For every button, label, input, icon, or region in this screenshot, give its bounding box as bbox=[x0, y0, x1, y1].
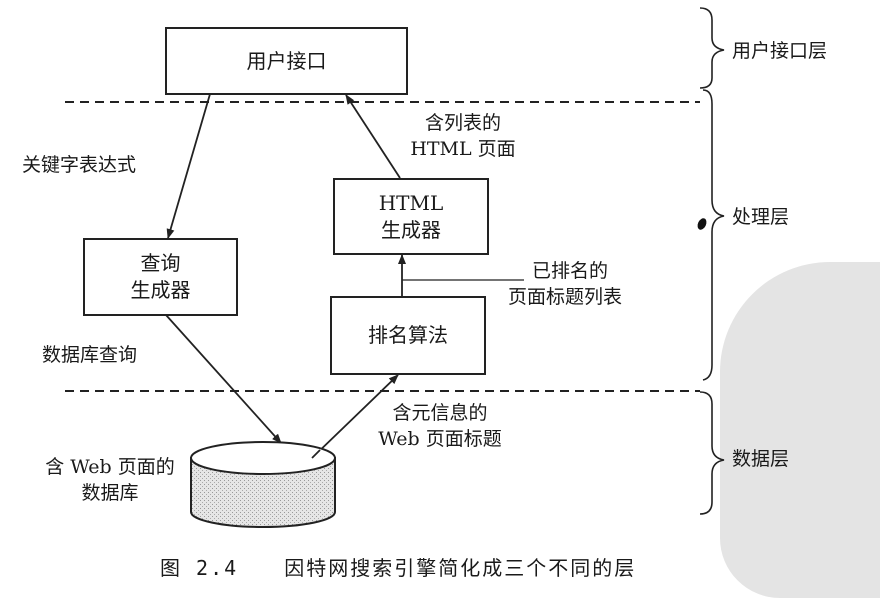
ranking-algorithm-label: 排名算法 bbox=[368, 323, 448, 347]
label-database-desc-1: 含 Web 页面的 bbox=[45, 456, 175, 478]
brace-processing-layer bbox=[702, 89, 725, 381]
label-html-page-with-list-2: HTML 页面 bbox=[410, 138, 516, 160]
database-cylinder bbox=[190, 441, 336, 528]
label-html-page-with-list-1: 含列表的 bbox=[424, 112, 501, 134]
label-database-desc: 含 Web 页面的 数据库 bbox=[30, 454, 190, 506]
layer-label-user-interface: 用户接口层 bbox=[732, 40, 828, 62]
figure-number: 图 2.4 bbox=[160, 556, 239, 580]
label-database-query: 数据库查询 bbox=[42, 344, 138, 366]
query-generator-label-1: 查询 bbox=[140, 251, 181, 275]
arrow-db-to-ranking bbox=[311, 374, 399, 459]
label-ranked-titles: 已排名的 页面标题列表 bbox=[508, 258, 622, 310]
user-interface-box: 用户接口 bbox=[165, 27, 408, 95]
html-generator-box: HTML 生成器 bbox=[333, 178, 489, 255]
watermark-seal bbox=[720, 262, 880, 598]
label-ranked-titles-2: 页面标题列表 bbox=[508, 286, 623, 308]
arrow-query-to-db bbox=[165, 314, 282, 444]
label-web-titles-meta: 含元信息的 Web 页面标题 bbox=[360, 400, 520, 452]
brace-data-layer bbox=[699, 391, 725, 515]
arrow-ui-to-query bbox=[166, 93, 211, 239]
user-interface-label: 用户接口 bbox=[246, 48, 327, 73]
query-generator-box: 查询 生成器 bbox=[83, 238, 238, 316]
label-web-titles-meta-2: Web 页面标题 bbox=[378, 428, 502, 450]
arrow-db-to-ranking-tail bbox=[311, 449, 321, 459]
query-generator-label-2: 生成器 bbox=[130, 278, 191, 302]
brace-user-interface-layer bbox=[699, 7, 725, 89]
figure-caption: 图 2.4 因特网搜索引擎简化成三个不同的层 bbox=[160, 552, 636, 581]
arrow-html-to-ui bbox=[345, 94, 401, 179]
ink-blot bbox=[697, 218, 707, 230]
layer-label-data: 数据层 bbox=[732, 448, 790, 470]
figure-title: 因特网搜索引擎简化成三个不同的层 bbox=[284, 556, 637, 580]
html-generator-label-1: HTML bbox=[378, 190, 444, 215]
html-generator-label-2: 生成器 bbox=[381, 217, 441, 242]
layer-label-processing: 处理层 bbox=[732, 206, 790, 228]
ranking-algorithm-box: 排名算法 bbox=[330, 296, 486, 375]
label-keyword-expression: 关键字表达式 bbox=[22, 154, 137, 176]
label-html-page-with-list: 含列表的 HTML 页面 bbox=[388, 110, 538, 162]
label-ranked-titles-1: 已排名的 bbox=[532, 260, 609, 282]
label-database-desc-2: 数据库 bbox=[81, 482, 139, 504]
label-web-titles-meta-1: 含元信息的 bbox=[392, 402, 488, 424]
